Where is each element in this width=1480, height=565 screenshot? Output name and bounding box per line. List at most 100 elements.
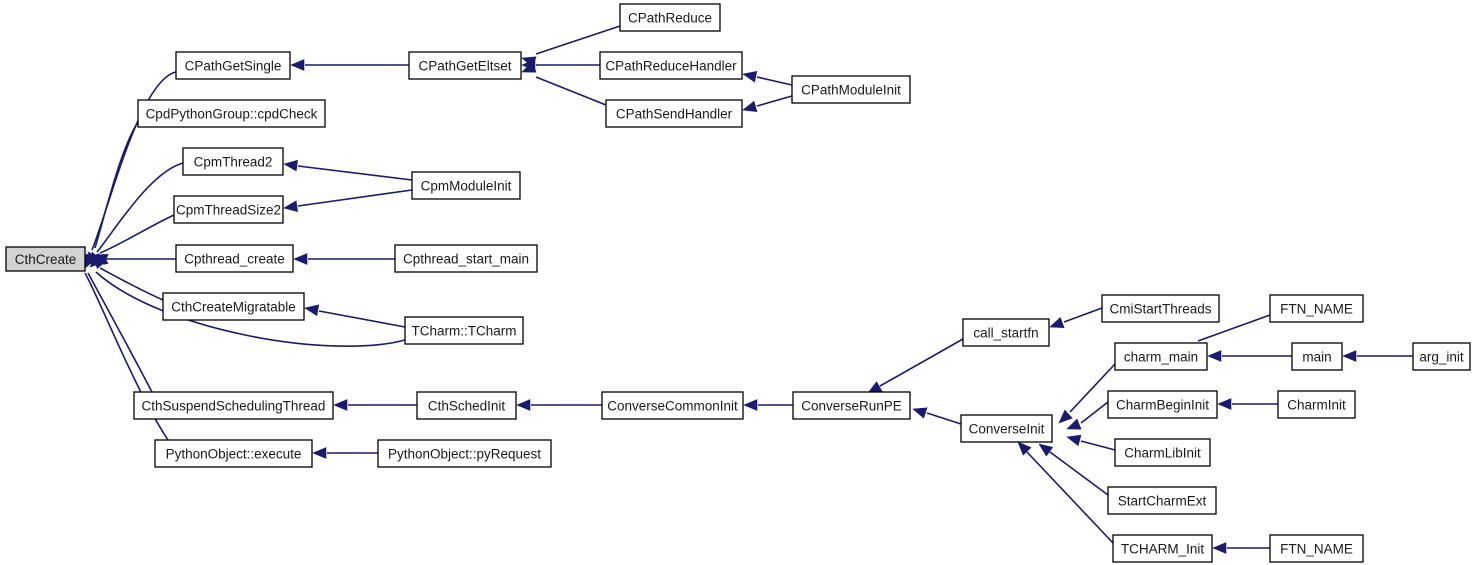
node-box[interactable] bbox=[792, 391, 911, 420]
node-CPathModuleInit[interactable]: CPathModuleInit bbox=[791, 75, 911, 104]
node-box[interactable] bbox=[1291, 342, 1343, 371]
node-call_startfn[interactable]: call_startfn bbox=[962, 318, 1050, 347]
node-box[interactable] bbox=[162, 292, 305, 321]
edge-line bbox=[87, 272, 153, 393]
edge-CpmModuleInit-to-CpmThread2 bbox=[283, 159, 413, 181]
node-CPathGetEltset[interactable]: CPathGetEltset bbox=[408, 51, 522, 80]
edge-line bbox=[96, 162, 184, 253]
node-box[interactable] bbox=[182, 147, 284, 176]
node-charm_main[interactable]: charm_main bbox=[1114, 342, 1208, 371]
node-box[interactable] bbox=[416, 391, 517, 420]
node-label: FTN_NAME bbox=[1280, 542, 1353, 557]
node-label: CPathGetEltset bbox=[418, 59, 511, 74]
node-box[interactable] bbox=[599, 51, 743, 80]
node-box[interactable] bbox=[1269, 534, 1364, 563]
node-box[interactable] bbox=[1277, 390, 1356, 419]
edge-line bbox=[1197, 314, 1271, 342]
node-box[interactable] bbox=[1101, 294, 1220, 323]
node-box[interactable] bbox=[377, 439, 552, 468]
arrowhead-icon bbox=[304, 304, 320, 317]
node-box[interactable] bbox=[133, 391, 334, 420]
edge-line bbox=[1049, 451, 1109, 496]
node-CharmBeginInit[interactable]: CharmBeginInit bbox=[1107, 390, 1218, 419]
node-Cpthread_create[interactable]: Cpthread_create bbox=[175, 244, 294, 273]
node-CpmThread2[interactable]: CpmThread2 bbox=[182, 147, 284, 176]
node-box[interactable] bbox=[137, 99, 326, 128]
node-box[interactable] bbox=[175, 51, 291, 80]
node-FTN_NAME_bottom[interactable]: FTN_NAME bbox=[1269, 534, 1364, 563]
node-CPathSendHandler[interactable]: CPathSendHandler bbox=[605, 99, 743, 128]
edge-FTN_NAME_bottom-to-TCHARM_Init bbox=[1212, 542, 1270, 554]
node-box[interactable] bbox=[173, 195, 284, 224]
node-box[interactable] bbox=[411, 171, 521, 200]
arrowhead-icon bbox=[1017, 441, 1032, 456]
node-CPathReduce[interactable]: CPathReduce bbox=[619, 3, 721, 32]
node-CpdPythonGroup::cpdCheck[interactable]: CpdPythonGroup::cpdCheck bbox=[137, 99, 326, 128]
node-box[interactable] bbox=[394, 244, 538, 273]
node-label: ConverseRunPE bbox=[801, 399, 902, 414]
edge-TCHARM_Init-to-ConverseInit bbox=[1017, 441, 1114, 544]
node-box[interactable] bbox=[154, 439, 313, 468]
node-box[interactable] bbox=[960, 414, 1053, 443]
node-CthSchedInit[interactable]: CthSchedInit bbox=[416, 391, 517, 420]
edge-CPathGetEltset-to-CPathGetSingle bbox=[290, 59, 409, 71]
node-CmiStartThreads[interactable]: CmiStartThreads bbox=[1101, 294, 1220, 323]
node-box[interactable] bbox=[619, 3, 721, 32]
node-box[interactable] bbox=[5, 246, 86, 272]
node-box[interactable] bbox=[1112, 534, 1213, 563]
arrowhead-icon bbox=[1066, 434, 1082, 447]
arrowhead-icon bbox=[290, 59, 305, 71]
node-CpmModuleInit[interactable]: CpmModuleInit bbox=[411, 171, 521, 200]
node-ConverseInit[interactable]: ConverseInit bbox=[960, 414, 1053, 443]
node-box[interactable] bbox=[962, 318, 1050, 347]
node-box[interactable] bbox=[1412, 342, 1471, 371]
node-label: CharmBeginInit bbox=[1116, 398, 1209, 413]
node-PythonObject::execute[interactable]: PythonObject::execute bbox=[154, 439, 313, 468]
node-Cpthread_start_main[interactable]: Cpthread_start_main bbox=[394, 244, 538, 273]
node-TCHARM_Init[interactable]: TCHARM_Init bbox=[1112, 534, 1213, 563]
node-box[interactable] bbox=[1114, 342, 1208, 371]
node-TCharm::TCharm[interactable]: TCharm::TCharm bbox=[404, 316, 524, 345]
node-CPathReduceHandler[interactable]: CPathReduceHandler bbox=[599, 51, 743, 80]
node-box[interactable] bbox=[1269, 294, 1364, 323]
node-box[interactable] bbox=[791, 75, 911, 104]
edge-line bbox=[91, 71, 177, 251]
edge-StartCharmExt-to-ConverseInit bbox=[1038, 443, 1109, 496]
node-box[interactable] bbox=[175, 244, 294, 273]
node-CthCreate[interactable]: CthCreate bbox=[5, 246, 86, 272]
node-box[interactable] bbox=[601, 391, 744, 420]
node-ConverseRunPE[interactable]: ConverseRunPE bbox=[792, 391, 911, 420]
arrowhead-icon bbox=[312, 447, 327, 459]
node-CharmInit[interactable]: CharmInit bbox=[1277, 390, 1356, 419]
node-label: CharmInit bbox=[1287, 398, 1346, 413]
node-main[interactable]: main bbox=[1291, 342, 1343, 371]
edge-main-to-charm_main bbox=[1207, 350, 1292, 362]
node-CthCreateMigratable[interactable]: CthCreateMigratable bbox=[162, 292, 305, 321]
node-StartCharmExt[interactable]: StartCharmExt bbox=[1107, 486, 1217, 515]
node-FTN_NAME_top[interactable]: FTN_NAME bbox=[1269, 294, 1364, 323]
node-box[interactable] bbox=[605, 99, 743, 128]
node-box[interactable] bbox=[404, 316, 524, 345]
node-box[interactable] bbox=[408, 51, 522, 80]
arrowhead-icon bbox=[1212, 542, 1227, 554]
node-label: PythonObject::pyRequest bbox=[388, 447, 541, 462]
node-label: TCharm::TCharm bbox=[411, 324, 516, 339]
node-CpmThreadSize2[interactable]: CpmThreadSize2 bbox=[173, 195, 284, 224]
edge-line bbox=[1080, 440, 1116, 451]
node-box[interactable] bbox=[1114, 438, 1211, 467]
node-ConverseCommonInit[interactable]: ConverseCommonInit bbox=[601, 391, 744, 420]
node-box[interactable] bbox=[1107, 486, 1217, 515]
node-PythonObject::pyRequest[interactable]: PythonObject::pyRequest bbox=[377, 439, 552, 468]
node-label: PythonObject::execute bbox=[166, 447, 302, 462]
edge-TCharm::TCharm-to-CthCreate bbox=[89, 253, 406, 347]
node-CPathGetSingle[interactable]: CPathGetSingle bbox=[175, 51, 291, 80]
node-label: CPathModuleInit bbox=[801, 83, 901, 98]
arrowhead-icon bbox=[283, 200, 298, 212]
node-box[interactable] bbox=[1107, 390, 1218, 419]
node-CharmLibInit[interactable]: CharmLibInit bbox=[1114, 438, 1211, 467]
node-label: CPathReduceHandler bbox=[605, 59, 737, 74]
edge-CthSchedInit-to-CthSuspendSchedulingThread bbox=[333, 399, 417, 411]
node-arg_init[interactable]: arg_init bbox=[1412, 342, 1471, 371]
node-CthSuspendSchedulingThread[interactable]: CthSuspendSchedulingThread bbox=[133, 391, 334, 420]
